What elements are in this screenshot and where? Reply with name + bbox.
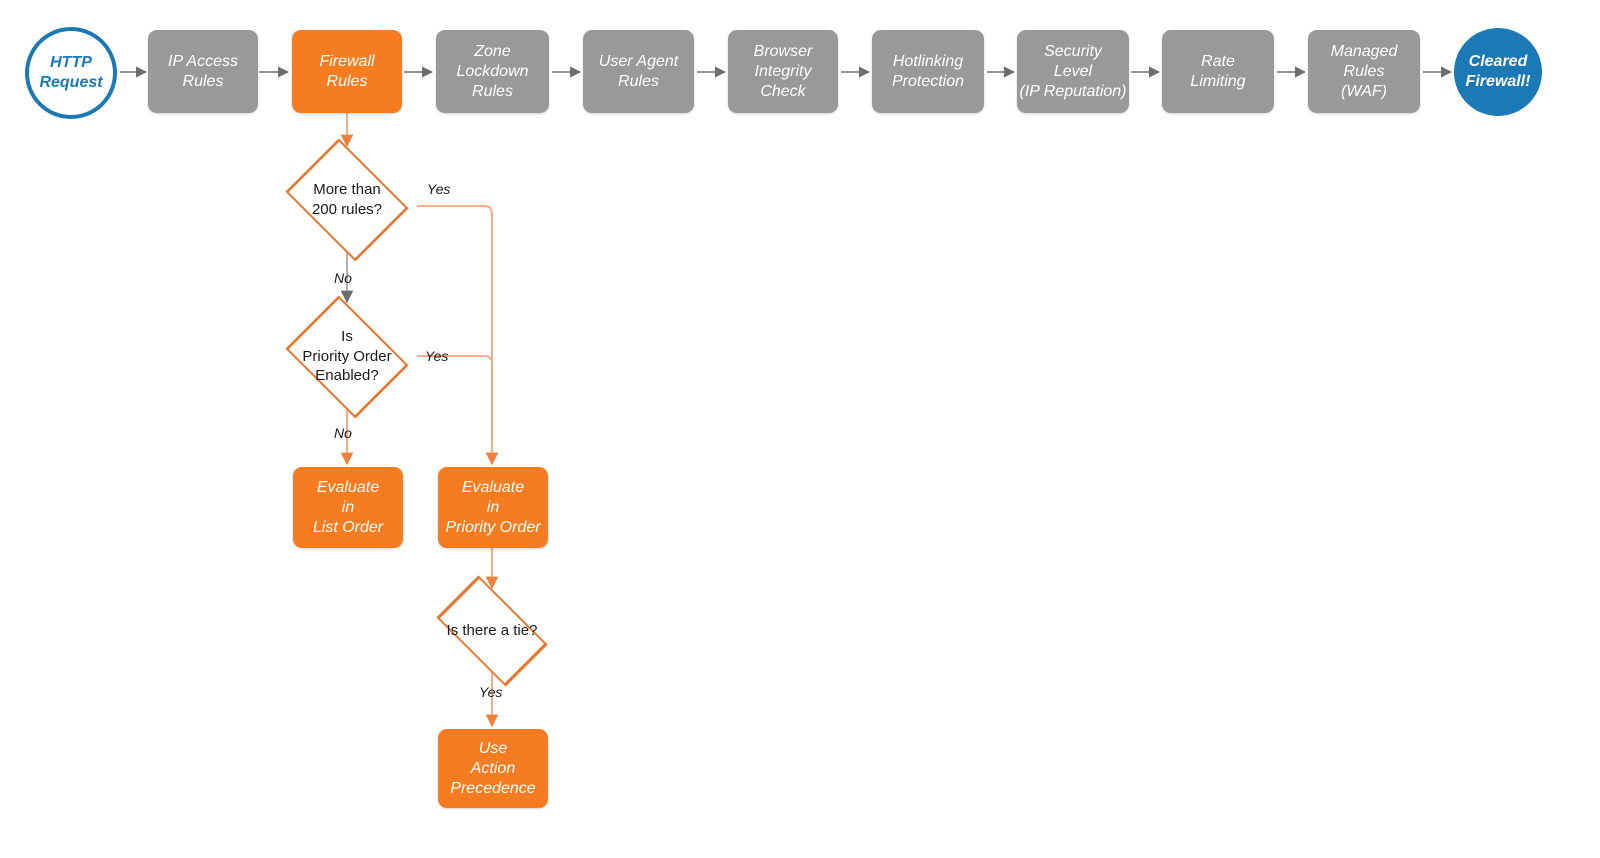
decision-is-there-a-tie[interactable]: Is there a tie?	[422, 574, 562, 687]
end-node-cleared-firewall[interactable]: Cleared Firewall!	[1454, 28, 1542, 116]
decision-is-priority-order-enabled-label: Is Priority Order Enabled?	[302, 328, 392, 385]
pipeline-step-rate-limiting[interactable]: Rate Limiting	[1162, 30, 1274, 113]
pipeline-step-ip-access-rules[interactable]: IP Access Rules	[148, 30, 258, 113]
pipeline-step-managed-rules-waf[interactable]: Managed Rules (WAF)	[1308, 30, 1420, 113]
pipeline-step-security-level[interactable]: Security Level (IP Reputation)	[1017, 30, 1129, 113]
wire-more-than-200-yes	[417, 205, 499, 466]
edge-label-priority-order-yes: Yes	[425, 348, 449, 364]
outcome-use-action-precedence[interactable]: Use Action Precedence	[438, 729, 548, 808]
start-node-http-request[interactable]: HTTP Request	[25, 27, 117, 119]
decision-more-than-200-rules-label: More than 200 rules?	[311, 181, 383, 218]
edge-label-more-than-200-yes: Yes	[427, 181, 451, 197]
outcome-evaluate-in-priority-order[interactable]: Evaluate in Priority Order	[438, 467, 548, 548]
decision-is-priority-order-enabled[interactable]: Is Priority Order Enabled?	[277, 294, 417, 419]
edge-label-more-than-200-no: No	[334, 270, 352, 286]
edge-label-tie-yes: Yes	[479, 684, 503, 700]
outcome-evaluate-in-list-order[interactable]: Evaluate in List Order	[293, 467, 403, 548]
decision-more-than-200-rules[interactable]: More than 200 rules?	[277, 137, 417, 262]
pipeline-step-browser-integrity-check[interactable]: Browser Integrity Check	[728, 30, 838, 113]
pipeline-step-user-agent-rules[interactable]: User Agent Rules	[583, 30, 694, 113]
pipeline-step-zone-lockdown-rules[interactable]: Zone Lockdown Rules	[436, 30, 549, 113]
pipeline-step-firewall-rules[interactable]: Firewall Rules	[292, 30, 402, 113]
pipeline-step-hotlinking-protection[interactable]: Hotlinking Protection	[872, 30, 984, 113]
decision-is-there-a-tie-label: Is there a tie?	[446, 621, 538, 639]
wire-priority-order-yes	[417, 355, 493, 440]
edge-label-priority-order-no: No	[334, 425, 352, 441]
